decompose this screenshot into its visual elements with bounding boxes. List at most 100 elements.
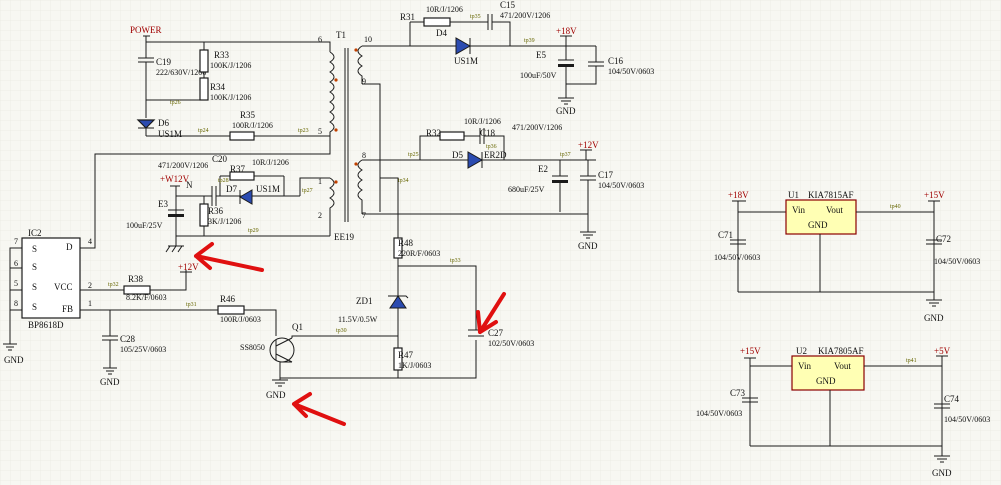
tp33-label: tp33	[450, 258, 461, 264]
pin-5: 5	[318, 127, 322, 136]
u1-body	[785, 199, 857, 235]
c15-ref: C15	[500, 0, 516, 10]
tp40-label: tp40	[890, 204, 901, 210]
annotation-arrows	[194, 242, 506, 426]
c28-value: 105/25V/0603	[120, 345, 166, 354]
r48-ref: R48	[398, 238, 414, 248]
zd1-ref: ZD1	[356, 296, 373, 306]
u1-value: KIA7815AF	[808, 190, 854, 200]
pin-6: 6	[318, 35, 322, 44]
u2-ref: U2	[796, 346, 807, 356]
gnd-label-c28: GND	[100, 377, 120, 387]
c73-ref: C73	[730, 388, 746, 398]
r33-resistor	[199, 49, 209, 73]
c74-ref: C74	[944, 394, 960, 404]
tp41-label: tp41	[906, 358, 917, 364]
d4-value: US1M	[454, 56, 478, 66]
secondary-12v: R32 10R/J/1206 C18 471/200V/1206 tp25 tp…	[362, 117, 644, 251]
e2-ref: E2	[538, 164, 548, 174]
d6-value: US1M	[158, 129, 182, 139]
gnd-label-u1: GND	[924, 313, 944, 323]
c16-value: 104/50V/0603	[608, 67, 654, 76]
ic2-controller: IC2 S S S S D VCC FB BP8618D 7 6 5 8 4 2…	[3, 136, 331, 387]
u2-vin: Vin	[798, 361, 811, 371]
arrow-annotation-3	[292, 392, 346, 426]
c71-ref: C71	[718, 230, 733, 240]
r37-ref: R37	[230, 164, 246, 174]
c74-value: 104/50V/0603	[944, 415, 990, 424]
primary-snubber: POWER C19 222/630V/1206 R33 100K/J/1206 …	[130, 25, 331, 141]
p12v-left-label: +12V	[178, 262, 199, 272]
pin-9: 9	[362, 77, 366, 86]
transformer-t1: T1 6 5 1 2 10 9 8 7 EE19	[318, 30, 372, 242]
p18v-label: +18V	[556, 26, 577, 36]
r32-resistor	[439, 131, 465, 141]
r46-resistor	[217, 305, 245, 315]
ic2-pin5: 5	[14, 279, 18, 288]
c16-ref: C16	[608, 56, 624, 66]
u2-vout: Vout	[834, 361, 851, 371]
ic2-s4: S	[32, 302, 37, 312]
pin-8: 8	[362, 151, 366, 160]
power-label: POWER	[130, 25, 162, 35]
c28-ref: C28	[120, 334, 136, 344]
d6-ref: D6	[158, 118, 169, 128]
c72-value: 104/50V/0603	[934, 257, 980, 266]
ic2-pin6: 6	[14, 259, 18, 268]
tp39-label: tp39	[524, 38, 535, 44]
u1-vin: Vin	[792, 205, 805, 215]
tp27-label: tp27	[302, 188, 313, 194]
u2-body	[791, 355, 865, 391]
q1-ref: Q1	[292, 322, 303, 332]
r32-ref: R32	[426, 128, 441, 138]
r33-ref: R33	[214, 50, 230, 60]
ic2-d: D	[66, 242, 73, 252]
ic2-pin8: 8	[14, 299, 18, 308]
tp34-label: tp34	[398, 178, 409, 184]
d7-value: US1M	[256, 184, 280, 194]
c71-value: 104/50V/0603	[714, 253, 760, 262]
tp28-label: tp28	[218, 178, 229, 184]
pin-10: 10	[364, 35, 372, 44]
zd1-value: 11.5V/0.5W	[338, 315, 378, 324]
u1-in-label: +18V	[728, 190, 749, 200]
u2-in-label: +15V	[740, 346, 761, 356]
r36-value: 3K/J/1206	[208, 217, 241, 226]
c17-ref: C17	[598, 170, 614, 180]
r35-value: 100R/J/1206	[232, 121, 273, 130]
regulator-u2: +15V C73 104/50V/0603 U2 KIA7805AF Vin V…	[696, 346, 990, 478]
r31-resistor	[423, 17, 451, 27]
secondary-18v: R31 10R/J/1206 C15 471/200V/1206 tp35 D4…	[362, 0, 654, 212]
d5-ref: D5	[452, 150, 463, 160]
r32-value: 10R/J/1206	[464, 117, 501, 126]
u2-out-label: +5V	[934, 346, 951, 356]
u1-out-label: +15V	[924, 190, 945, 200]
e3-ref: E3	[158, 199, 168, 209]
feedback-network: tp34 R48 220R/F/0603 tp33 ZD1 11.5V/0.5W…	[280, 177, 534, 379]
t1-ref: T1	[336, 30, 346, 40]
ic2-pin1: 1	[88, 299, 92, 308]
tp29-label: tp29	[248, 228, 259, 234]
r31-ref: R31	[400, 12, 415, 22]
tp37-label: tp37	[560, 152, 571, 158]
pin-7: 7	[362, 211, 366, 220]
r48-value: 220R/F/0603	[398, 249, 440, 258]
ic2-pin2: 2	[88, 281, 92, 290]
e5-value: 100uF/50V	[520, 71, 557, 80]
tp24-label: tp24	[198, 128, 209, 134]
c18-value: 471/200V/1206	[512, 123, 562, 132]
d5-value: ER2D	[484, 150, 507, 160]
r31-value: 10R/J/1206	[426, 5, 463, 14]
c18-ref: C18	[480, 128, 496, 138]
ic2-s2: S	[32, 262, 37, 272]
gnd-label-18v: GND	[556, 106, 576, 116]
u2-value: KIA7805AF	[818, 346, 864, 356]
u2-gnd: GND	[816, 376, 836, 386]
c20-value: 471/200V/1206	[158, 161, 208, 170]
w12v-label: +W12V	[160, 174, 190, 184]
n-label: N	[186, 180, 193, 190]
c72-ref: C72	[936, 234, 951, 244]
gnd-label-q1: GND	[266, 390, 286, 400]
tp23-label: tp23	[298, 128, 309, 134]
